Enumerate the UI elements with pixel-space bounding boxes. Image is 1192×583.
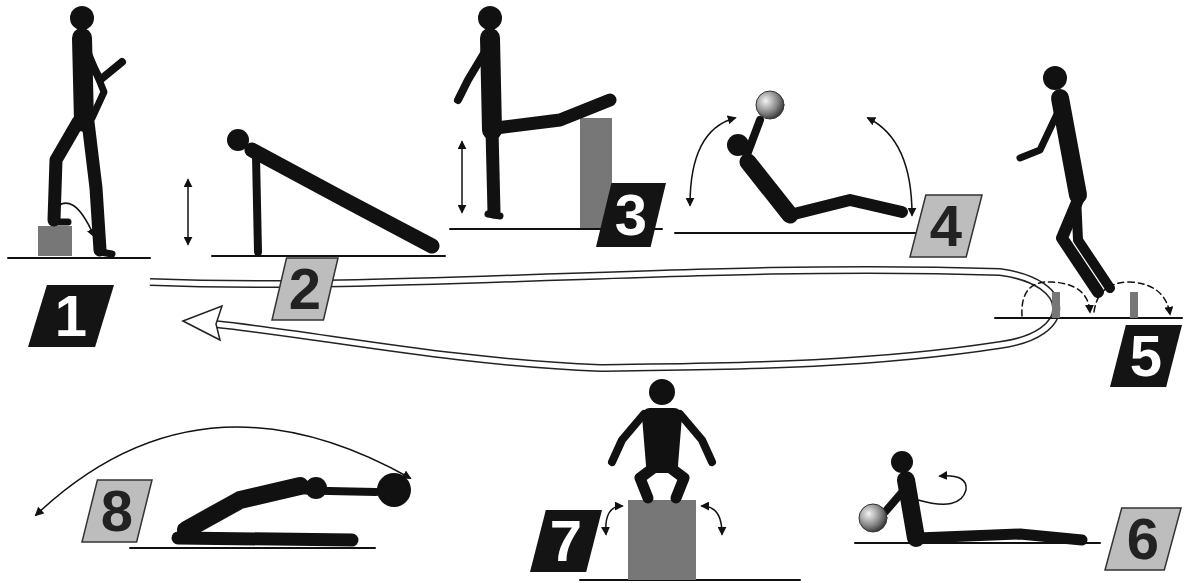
station-number: 1 xyxy=(28,285,114,347)
station-number: 4 xyxy=(910,195,982,257)
station-number-text: 4 xyxy=(930,197,962,255)
station-number: 8 xyxy=(82,480,152,542)
hurdle-jump-figure xyxy=(995,66,1182,318)
station-number-text: 2 xyxy=(289,260,321,318)
parallelogram-tag xyxy=(910,195,982,257)
station-number-text: 1 xyxy=(55,287,87,345)
sit-up-figure xyxy=(675,91,920,233)
station-number: 7 xyxy=(530,510,602,572)
parallelogram-tag xyxy=(530,510,602,572)
station-number-text: 8 xyxy=(101,482,133,540)
step-up-figure xyxy=(8,6,150,258)
leg-raise-figure xyxy=(450,6,662,229)
station-number-text: 5 xyxy=(1130,327,1162,385)
seated-twist-figure xyxy=(855,451,1100,543)
station-number-text: 7 xyxy=(550,512,582,570)
parallelogram-tag xyxy=(1110,325,1182,387)
forward-bend-figure xyxy=(36,427,411,548)
parallelogram-tag xyxy=(82,480,152,542)
parallelogram-tag xyxy=(272,258,338,320)
box-jump-figure xyxy=(580,379,800,580)
station-number: 3 xyxy=(596,183,666,247)
parallelogram-tag xyxy=(596,183,666,247)
station-number: 6 xyxy=(1105,508,1181,570)
parallelogram-tag xyxy=(28,285,114,347)
station-number-text: 3 xyxy=(615,186,647,244)
circuit-loop xyxy=(150,270,1056,368)
station-number: 5 xyxy=(1110,325,1182,387)
push-up-figure xyxy=(188,129,445,256)
parallelogram-tag xyxy=(1105,508,1181,570)
station-number: 2 xyxy=(272,258,338,320)
station-number-text: 6 xyxy=(1127,510,1159,568)
